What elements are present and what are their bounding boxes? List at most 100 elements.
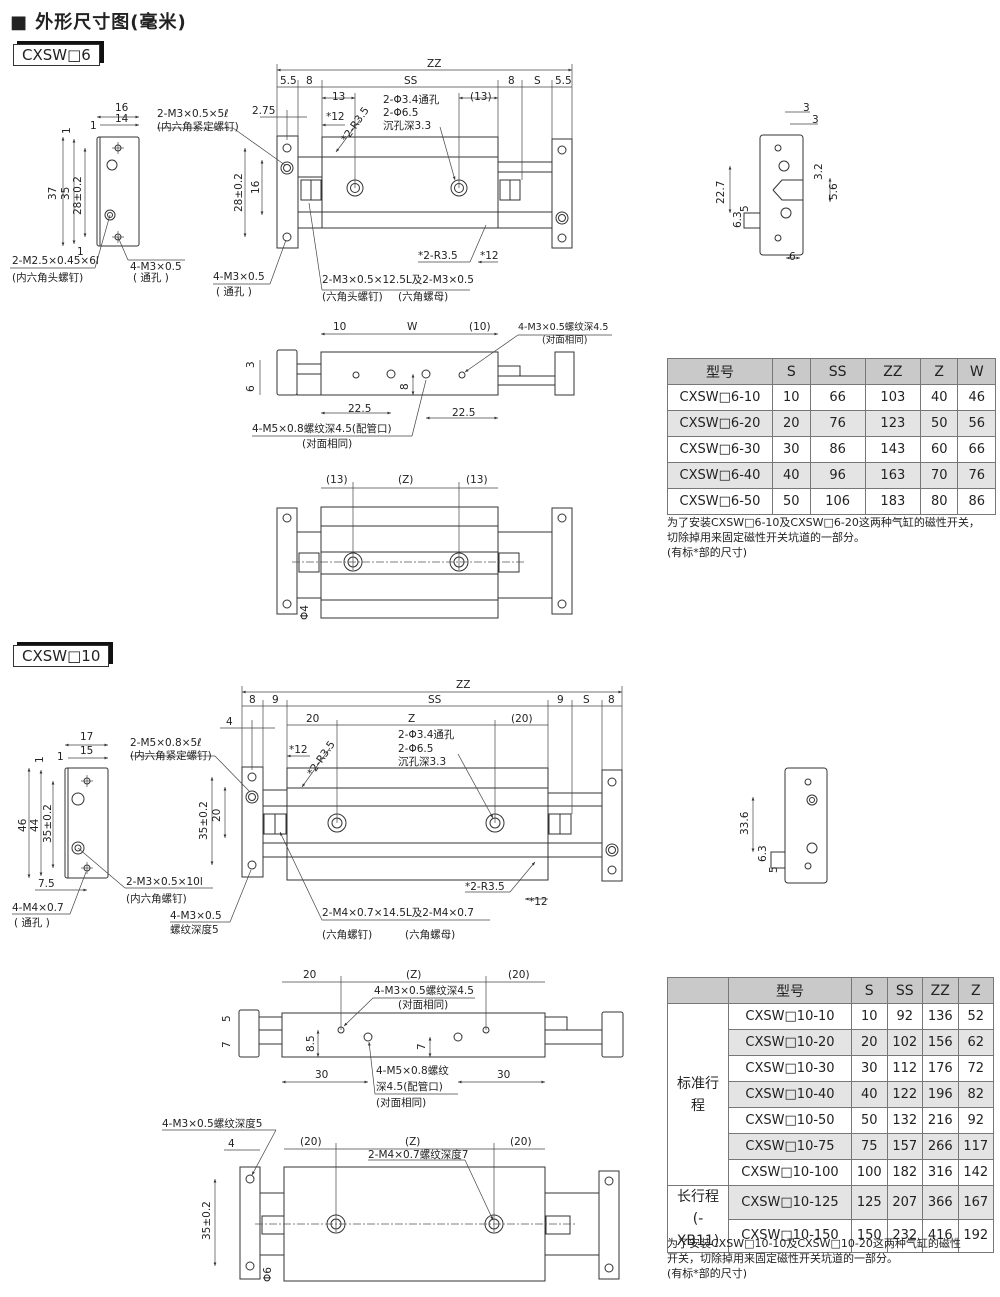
table-cell: 150 xyxy=(851,1218,888,1253)
col-header: 型号 xyxy=(728,977,852,1004)
dim-label: 22.5 xyxy=(348,403,372,415)
dim-label: (13) xyxy=(466,474,488,486)
callout: (内六角紧定螺钉) xyxy=(157,121,239,133)
col-header: ZZ xyxy=(864,358,921,385)
table-cell: 176 xyxy=(922,1055,959,1082)
dim-label: (20) xyxy=(508,969,530,981)
table-cell: 366 xyxy=(922,1185,959,1220)
dim-label: 1 xyxy=(77,246,84,258)
dim-label: 1 xyxy=(90,120,97,132)
dim-label: 7.5 xyxy=(38,878,55,890)
callout: 2-M3×0.5×5ℓ xyxy=(157,108,229,120)
callout: 2-Φ6.5 xyxy=(398,743,434,755)
model-cell: CXSW□10-10 xyxy=(728,1003,852,1030)
dim-label: (20) xyxy=(510,1136,532,1148)
cxsw10-bottom-view xyxy=(162,1129,620,1282)
dim-label: 6.3 xyxy=(757,845,769,862)
dim-label: SS xyxy=(428,694,442,706)
dim-label: (13) xyxy=(326,474,348,486)
table-cell: 40 xyxy=(919,384,959,411)
table-cell: 123 xyxy=(864,410,921,437)
model-cell: CXSW□10-150 xyxy=(728,1218,852,1253)
table-cell: 52 xyxy=(957,1003,994,1030)
table-cell: 117 xyxy=(957,1133,994,1160)
model-cell: CXSW□6-30 xyxy=(667,436,773,463)
dim-label: 10 xyxy=(333,321,347,333)
cxsw6-end-view xyxy=(10,115,185,269)
dim-label: 5 xyxy=(768,866,780,873)
callout: 2-M5×0.8×5ℓ xyxy=(130,737,202,749)
table-cell: 103 xyxy=(864,384,921,411)
table-cell: 142 xyxy=(957,1159,994,1186)
table-cell: 72 xyxy=(957,1055,994,1082)
dim-label: 2.75 xyxy=(252,105,276,117)
dim-label: W xyxy=(407,321,418,333)
dim-label: *12 xyxy=(289,744,308,756)
cxsw10-side-view xyxy=(238,976,624,1095)
col-header: Z xyxy=(919,358,959,385)
dim-label: Z xyxy=(408,713,416,725)
note-line: 为了安装CXSW□6-10及CXSW□6-20这两种气缸的磁性开关， xyxy=(667,516,980,529)
dim-label: 44 xyxy=(29,818,41,832)
callout: 4-M3×0.5 xyxy=(130,261,182,273)
dim-label: *12 xyxy=(480,250,499,262)
table-cell: 182 xyxy=(886,1159,923,1186)
dim-label: Φ4 xyxy=(299,605,311,620)
dim-label: 8 xyxy=(399,383,411,390)
table-cell: 92 xyxy=(886,1003,923,1030)
table-cell: 96 xyxy=(809,462,866,489)
callout: 2-Φ6.5 xyxy=(383,107,419,119)
table-cell: 56 xyxy=(957,410,996,437)
callout: (对面相同) xyxy=(398,999,449,1011)
dim-label: (13) xyxy=(470,91,492,103)
dim-label: 33.6 xyxy=(739,811,751,835)
model-cell: CXSW□10-40 xyxy=(728,1081,852,1108)
dim-label: 9 xyxy=(557,694,564,706)
table-cell: 100 xyxy=(851,1159,888,1186)
table-cell: 62 xyxy=(957,1029,994,1056)
dim-label: 22.7 xyxy=(715,180,727,204)
dim-label: ZZ xyxy=(456,679,471,691)
dim-label: 4 xyxy=(226,716,233,728)
col-header: SS xyxy=(809,358,866,385)
dim-label: 1 xyxy=(61,127,73,134)
dim-label: 46 xyxy=(17,818,29,832)
callout: ( 通孔 ) xyxy=(14,917,50,929)
dim-label: (20) xyxy=(511,713,533,725)
model-cell: CXSW□6-20 xyxy=(667,410,773,437)
table-cell: 196 xyxy=(922,1081,959,1108)
model-cell: CXSW□10-30 xyxy=(728,1055,852,1082)
table-cell: 20 xyxy=(851,1029,888,1056)
table-cell: 207 xyxy=(886,1185,923,1220)
callout: 4-M5×0.8螺纹深4.5(配管口) xyxy=(252,423,392,435)
dim-label: (20) xyxy=(300,1136,322,1148)
table-cell: 75 xyxy=(851,1133,888,1160)
callout: (六角螺母) xyxy=(398,291,449,303)
table-cell: 86 xyxy=(957,488,996,515)
dim-label: 14 xyxy=(115,113,129,125)
table-cell: 80 xyxy=(919,488,959,515)
callout: 沉孔深3.3 xyxy=(383,120,432,132)
callout: ( 通孔 ) xyxy=(133,272,169,284)
table-cell: 60 xyxy=(919,436,959,463)
cxsw10-notes: 为了安装CXSW□10-10及CXSW□10-20这两种气缸的磁性 开关，切除掉… xyxy=(667,1236,961,1281)
callout: 4-M5×0.8螺纹 xyxy=(376,1065,449,1077)
note-line: (有标*部的尺寸) xyxy=(667,1267,748,1280)
dim-label: 30 xyxy=(497,1069,511,1081)
col-header: ZZ xyxy=(922,977,959,1004)
dim-label: 5.6 xyxy=(828,183,840,200)
model-cell: CXSW□6-10 xyxy=(667,384,773,411)
note-line: (有标*部的尺寸) xyxy=(667,546,748,559)
callout: (对面相同) xyxy=(376,1097,427,1109)
section-tag-cxsw6: CXSW□6 xyxy=(13,44,100,66)
dim-label: 20 xyxy=(303,969,317,981)
table-cell: 316 xyxy=(922,1159,959,1186)
dim-label: 1 xyxy=(57,751,64,763)
dim-label: 3 xyxy=(245,361,257,368)
